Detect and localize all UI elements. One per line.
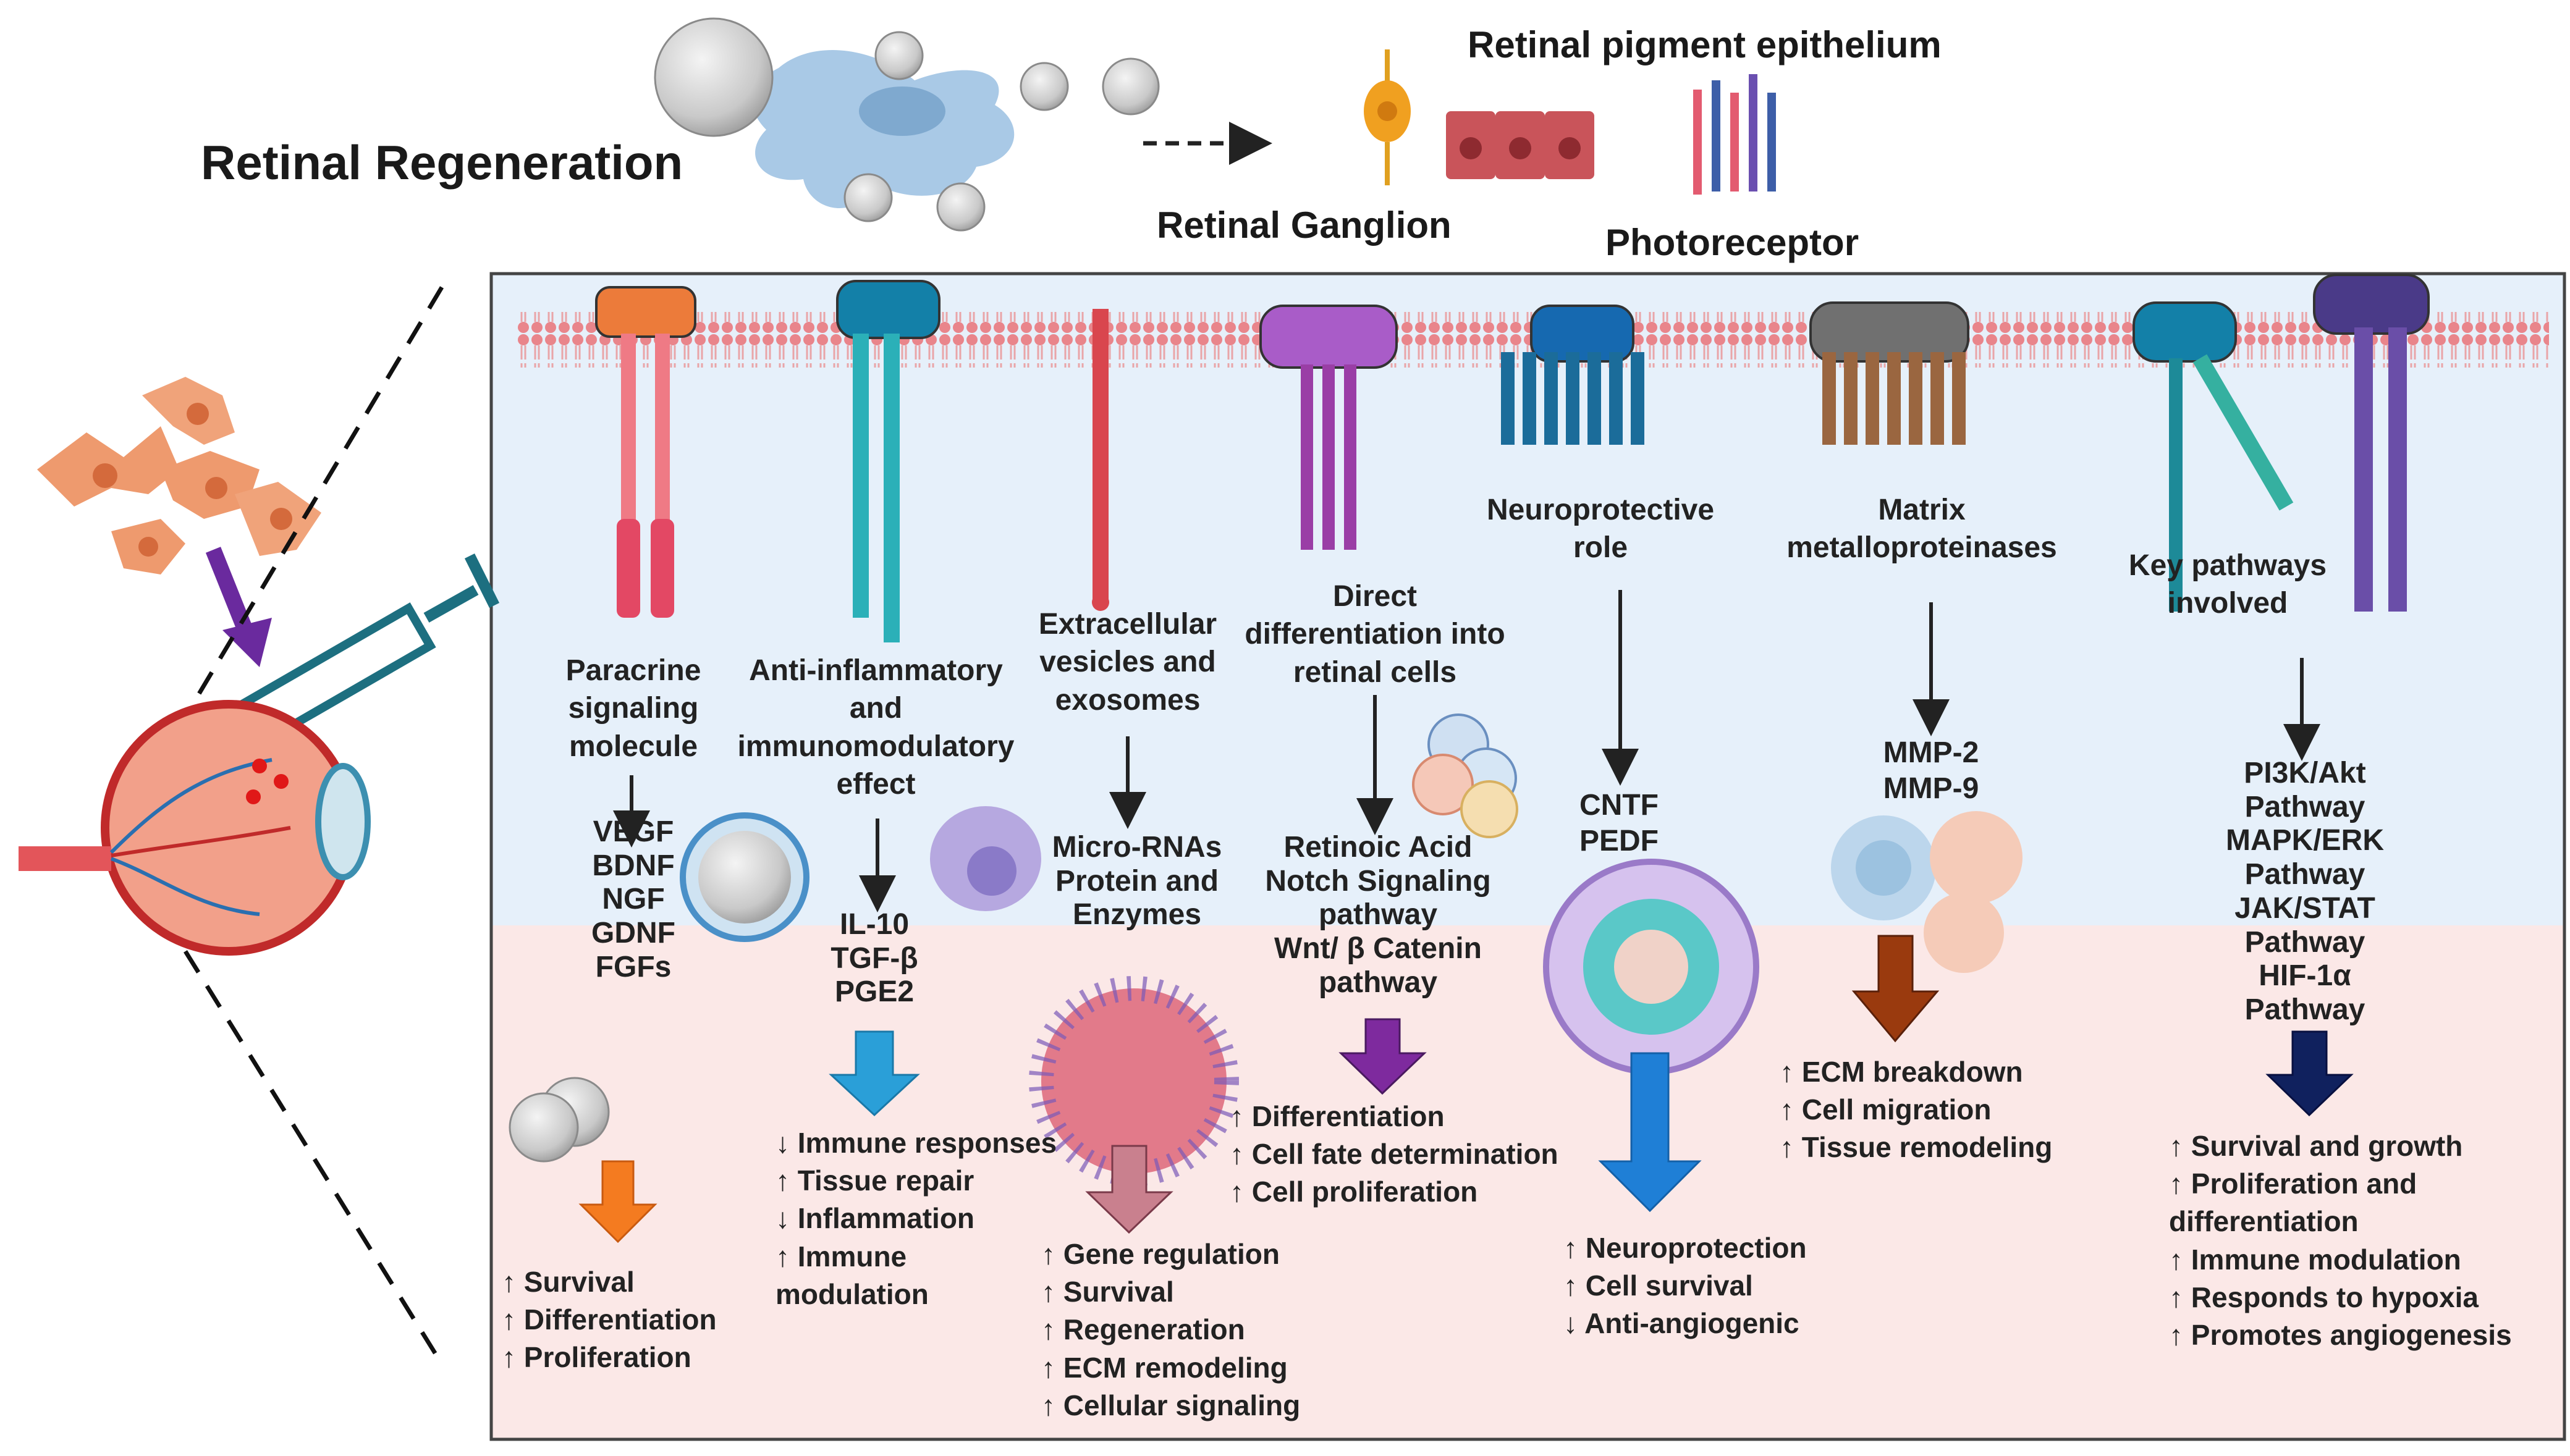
- effect-item: ↑ Cell fate determination: [1230, 1138, 1558, 1171]
- effects-paracrine: ↑ Survival ↑ Differentiation ↑ Prolifera…: [502, 1263, 717, 1377]
- dashed-divider-upper: [183, 286, 444, 718]
- arrow-paracrine: [578, 1160, 657, 1243]
- effects-anti-inflammatory: ↓ Immune responses ↑ Tissue repair ↓ Inf…: [776, 1124, 1057, 1313]
- arrow-key-pathways: [2265, 1030, 2354, 1117]
- msc-cell-illustration: [753, 50, 1015, 209]
- effect-item: modulation: [776, 1277, 929, 1310]
- receptor-extracellular: [1092, 309, 1109, 611]
- effects-extracellular: ↑ Gene regulation ↑ Survival ↑ Regenerat…: [1041, 1235, 1300, 1424]
- effect-item: ↑ Cell migration: [1780, 1093, 1992, 1126]
- flow-arrows: [613, 590, 2320, 912]
- title-paracrine: Paracrine signaling molecule: [565, 654, 701, 763]
- title-differentiation: Direct differentiation into retinal cell…: [1245, 580, 1505, 689]
- effect-item: ↑ Promotes angiogenesis: [2169, 1318, 2512, 1351]
- effects-key-pathways: ↑ Survival and growth ↑ Proliferation an…: [2169, 1127, 2512, 1354]
- receptor-key-pathways: [2133, 274, 2430, 612]
- factors-neuroprotective: CNTF PEDF: [1579, 789, 1659, 857]
- stem-cells-illustration: [37, 377, 321, 574]
- big-arrows: [578, 935, 2354, 1243]
- ganglion-cell-icon: [1364, 49, 1411, 185]
- effect-item: ↑ Regeneration: [1041, 1313, 1245, 1346]
- vesicle-icons: [654, 17, 1160, 232]
- panel-border: [489, 272, 2566, 1441]
- effect-item: ↓ Anti-angiogenic: [1563, 1307, 1799, 1340]
- arrow-differentiation: [1338, 1018, 1427, 1095]
- effect-item: ↑ ECM breakdown: [1780, 1056, 2023, 1088]
- title-neuroprotective: Neuroprotective role: [1486, 494, 1715, 565]
- lower-panel: [491, 925, 2564, 1439]
- effect-item: ↑ Differentiation: [1230, 1100, 1445, 1132]
- effect-item: ↓ Inflammation: [776, 1202, 975, 1235]
- effect-item: ↑ Survival and growth: [2169, 1130, 2463, 1162]
- effects-neuroprotective: ↑ Neuroprotection ↑ Cell survival ↓ Anti…: [1563, 1229, 1807, 1343]
- effect-item: ↑ Neuroprotection: [1563, 1232, 1807, 1264]
- effect-item: ↑ Immune modulation: [2169, 1243, 2461, 1276]
- effect-item: ↑ Proliferation: [502, 1341, 691, 1374]
- receptor-mmp: [1809, 301, 1969, 445]
- effect-item: ↑ Differentiation: [502, 1303, 717, 1336]
- receptor-differentiation: [1259, 305, 1398, 550]
- effect-item: ↑ Tissue remodeling: [1780, 1131, 2053, 1164]
- factors-mmp: MMP-2 MMP-9: [1883, 736, 1979, 805]
- effect-item: ↑ Proliferation and: [2169, 1168, 2417, 1200]
- effect-item: ↓ Immune responses: [776, 1127, 1057, 1159]
- effect-item: ↑ Survival: [1041, 1276, 1174, 1308]
- dashed-divider-lower: [184, 950, 441, 1360]
- receptor-paracrine: [595, 286, 696, 618]
- rpe-cells-icon: [1446, 111, 1594, 179]
- effect-item: ↑ ECM remodeling: [1041, 1351, 1288, 1384]
- effect-item: ↑ Gene regulation: [1041, 1238, 1280, 1270]
- arrow-neuroprotective: [1598, 1052, 1702, 1213]
- rpe-label: Retinal pigment epithelium: [1468, 24, 1942, 65]
- effect-item: differentiation: [2169, 1205, 2359, 1238]
- photoreceptor-label: Photoreceptor: [1605, 222, 1859, 263]
- title-anti-inflammatory: Anti-inflammatory and immunomodulatory e…: [737, 654, 1015, 801]
- photoreceptor-icon: [1693, 74, 1776, 195]
- effects-mmp: ↑ ECM breakdown ↑ Cell migration ↑ Tissu…: [1780, 1053, 2052, 1167]
- arrow-mmp: [1851, 935, 1940, 1043]
- panel-vesicle-icons: [509, 713, 2023, 1186]
- arrow-extracellular: [1085, 1145, 1173, 1234]
- factors-anti-inflammatory: IL-10 TGF-β PGE2: [831, 908, 918, 1009]
- title-extracellular: Extracellular vesicles and exosomes: [1038, 608, 1217, 717]
- effect-item: ↑ Cell proliferation: [1230, 1176, 1478, 1208]
- purple-arrow-head: [222, 618, 272, 667]
- factors-paracrine: VEGF BDNF NGF GDNF FGFs: [591, 815, 675, 983]
- effect-item: ↑ Responds to hypoxia: [2169, 1281, 2479, 1313]
- eye-illustration: [19, 700, 371, 956]
- title-key-pathways: Key pathways involved: [2128, 549, 2327, 620]
- effect-item: ↑ Cellular signaling: [1041, 1389, 1301, 1421]
- effect-item: ↑ Tissue repair: [776, 1164, 974, 1197]
- receptor-anti-inflammatory: [836, 280, 941, 642]
- receptor-neuroprotective: [1501, 305, 1644, 445]
- effects-differentiation: ↑ Differentiation ↑ Cell fate determinat…: [1230, 1098, 1558, 1211]
- effect-item: ↑ Cell survival: [1563, 1269, 1753, 1302]
- factors-extracellular: Micro-RNAs Protein and Enzymes: [1052, 831, 1222, 932]
- arrow-anti-inflammatory: [829, 1030, 920, 1117]
- factors-key-pathways: PI3K/Akt Pathway MAPK/ERK Pathway JAK/ST…: [2225, 757, 2384, 1027]
- ganglion-label: Retinal Ganglion: [1157, 204, 1452, 246]
- title-mmp: Matrix metalloproteinases: [1786, 494, 2057, 565]
- effect-item: ↑ Immune: [776, 1240, 907, 1273]
- page-title: Retinal Regeneration: [201, 135, 683, 190]
- effect-item: ↑ Survival: [502, 1266, 635, 1298]
- factors-differentiation: Retinoic Acid Notch Signaling pathway Wn…: [1265, 831, 1491, 999]
